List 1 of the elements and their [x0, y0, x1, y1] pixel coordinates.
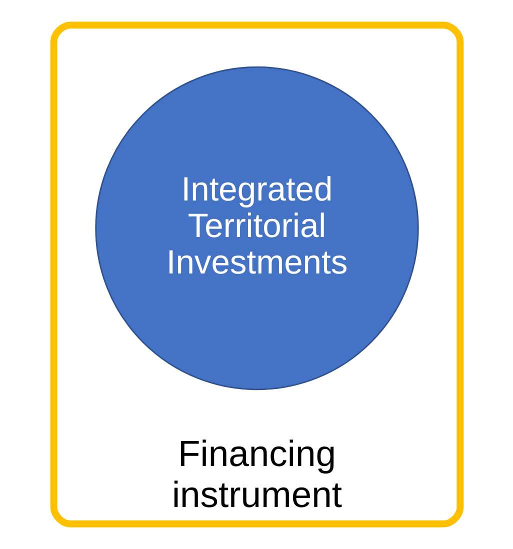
- node-circle: Integrated Territorial Investments: [94, 66, 418, 390]
